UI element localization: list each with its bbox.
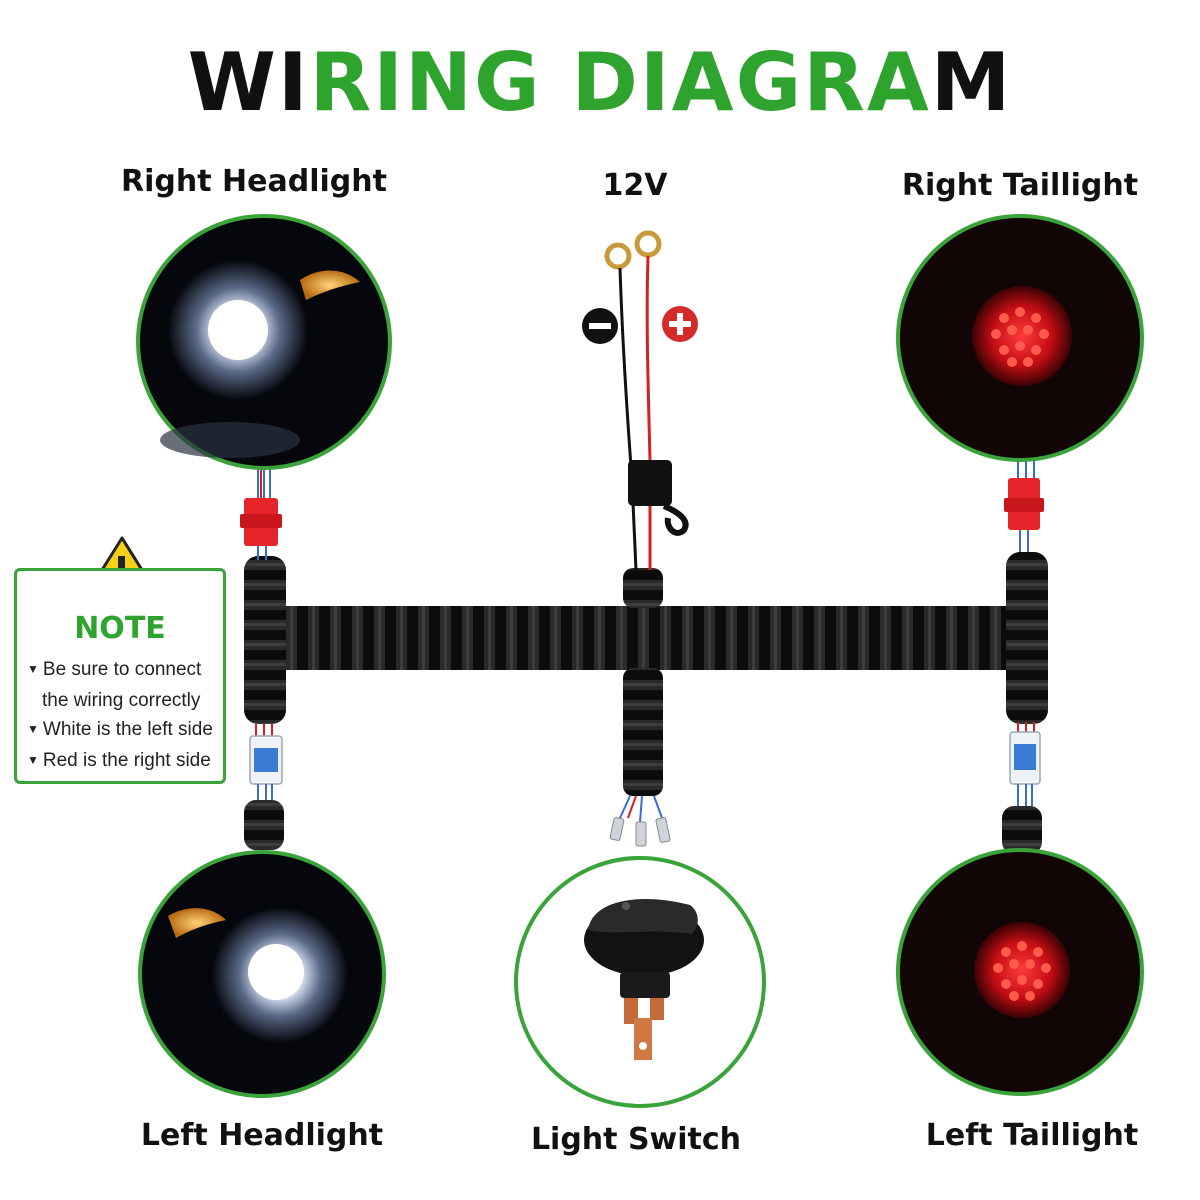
left-red-connector bbox=[240, 466, 282, 560]
switch-terminals bbox=[609, 795, 671, 847]
label-left-taillight: Left Taillight bbox=[925, 1118, 1139, 1153]
light-switch-image bbox=[514, 856, 766, 1108]
title-black-part: WI bbox=[187, 36, 310, 129]
title-black-end: M bbox=[930, 36, 1013, 129]
right-vertical-loom bbox=[1006, 552, 1048, 724]
positive-symbol bbox=[662, 306, 698, 342]
note-box: NOTE ▼Be sure to connect the wiring corr… bbox=[14, 568, 226, 784]
bullet-arrow-icon: ▼ bbox=[27, 753, 39, 767]
left-white-connector bbox=[249, 724, 283, 800]
center-upper-loom bbox=[623, 568, 663, 608]
right-headlight-image bbox=[136, 214, 392, 470]
center-lower-loom bbox=[623, 668, 663, 796]
negative-symbol bbox=[582, 308, 618, 344]
label-right-headlight: Right Headlight bbox=[121, 164, 387, 199]
label-voltage: 12V bbox=[602, 168, 668, 203]
right-red-connector bbox=[1004, 460, 1044, 552]
label-light-switch: Light Switch bbox=[530, 1122, 742, 1157]
ring-terminal-positive bbox=[634, 230, 662, 258]
main-harness-loom bbox=[268, 606, 1028, 670]
page-title: WIRING DIAGRAM bbox=[0, 38, 1200, 128]
right-lower-loom bbox=[1002, 806, 1042, 854]
label-left-headlight: Left Headlight bbox=[140, 1118, 384, 1153]
right-taillight-image bbox=[896, 214, 1144, 462]
ring-terminal-negative bbox=[604, 242, 632, 270]
note-lines: ▼Be sure to connect the wiring correctly… bbox=[27, 655, 213, 777]
power-lead bbox=[604, 230, 689, 571]
note-line: ▼Be sure to connect bbox=[27, 659, 202, 680]
bullet-arrow-icon: ▼ bbox=[27, 722, 39, 736]
note-line: ▼Red is the right side bbox=[27, 750, 211, 771]
bullet-arrow-icon: ▼ bbox=[27, 662, 39, 676]
fuse-holder bbox=[628, 460, 672, 506]
right-white-connector bbox=[1009, 722, 1041, 806]
left-taillight-image bbox=[896, 848, 1144, 1096]
note-title: NOTE bbox=[74, 611, 166, 646]
left-vertical-loom bbox=[244, 556, 286, 724]
title-green-part: RING DIAGRA bbox=[309, 36, 931, 129]
left-lower-loom bbox=[244, 800, 284, 850]
note-line: the wiring correctly bbox=[42, 690, 201, 711]
label-right-taillight: Right Taillight bbox=[901, 168, 1139, 203]
left-headlight-image bbox=[138, 850, 386, 1098]
note-line: ▼White is the left side bbox=[27, 719, 213, 740]
